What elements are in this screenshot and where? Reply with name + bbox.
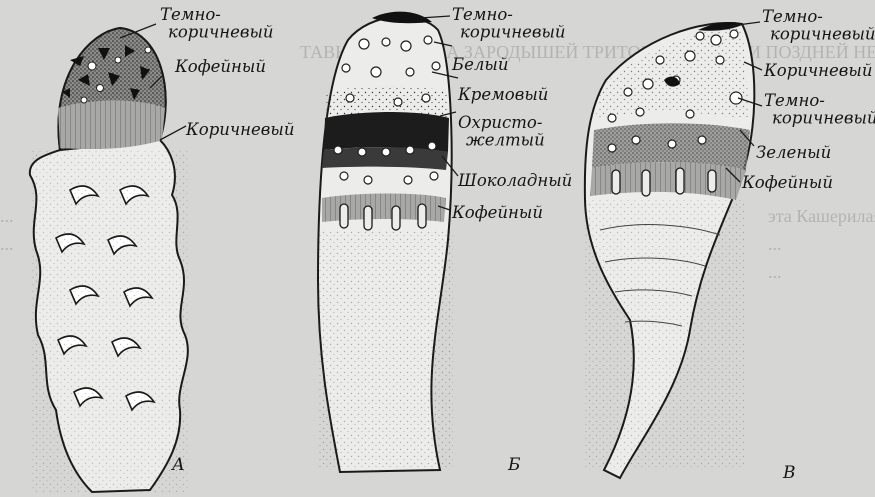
- label-brown: Коричневый: [763, 61, 872, 80]
- label-coffee: Кофейный: [174, 57, 266, 76]
- panel-letter-a: А: [171, 455, 185, 475]
- labels-b: Темно-коричневый Белый Кремовый Охристо-…: [451, 5, 572, 475]
- label-green: Зеленый: [756, 143, 831, 162]
- label-brown: Коричневый: [185, 120, 294, 139]
- panel-letter-c: В: [782, 463, 796, 483]
- embryo-c: [585, 22, 762, 478]
- right-column-line: эта Кашерилая: [768, 206, 875, 226]
- label-coffee: Кофейный: [741, 173, 833, 192]
- label-dark-brown: Темно-коричневый: [762, 7, 875, 43]
- label-chocolate: Шоколадный: [457, 171, 572, 190]
- labels-c: Темно-коричневый Коричневый Темно-коричн…: [741, 7, 875, 483]
- left-column-line: ...: [0, 234, 14, 254]
- label-coffee: Кофейный: [451, 203, 543, 222]
- embryo-a: [30, 24, 190, 492]
- right-column-line: ...: [768, 262, 782, 282]
- embryo-b: [318, 12, 458, 472]
- label-dark-brown: Темно-коричневый: [452, 5, 566, 41]
- right-column-line: ...: [768, 234, 782, 254]
- panel-letter-b: Б: [507, 455, 521, 475]
- label-dark-brown-2: Темно-коричневый: [764, 91, 875, 127]
- label-dark-brown: Темно-коричневый: [160, 5, 274, 41]
- left-column-line: ...: [0, 206, 14, 226]
- label-cream: Кремовый: [457, 85, 548, 104]
- label-ochre-yellow: Охристо-желтый: [458, 113, 545, 149]
- label-white: Белый: [451, 55, 508, 74]
